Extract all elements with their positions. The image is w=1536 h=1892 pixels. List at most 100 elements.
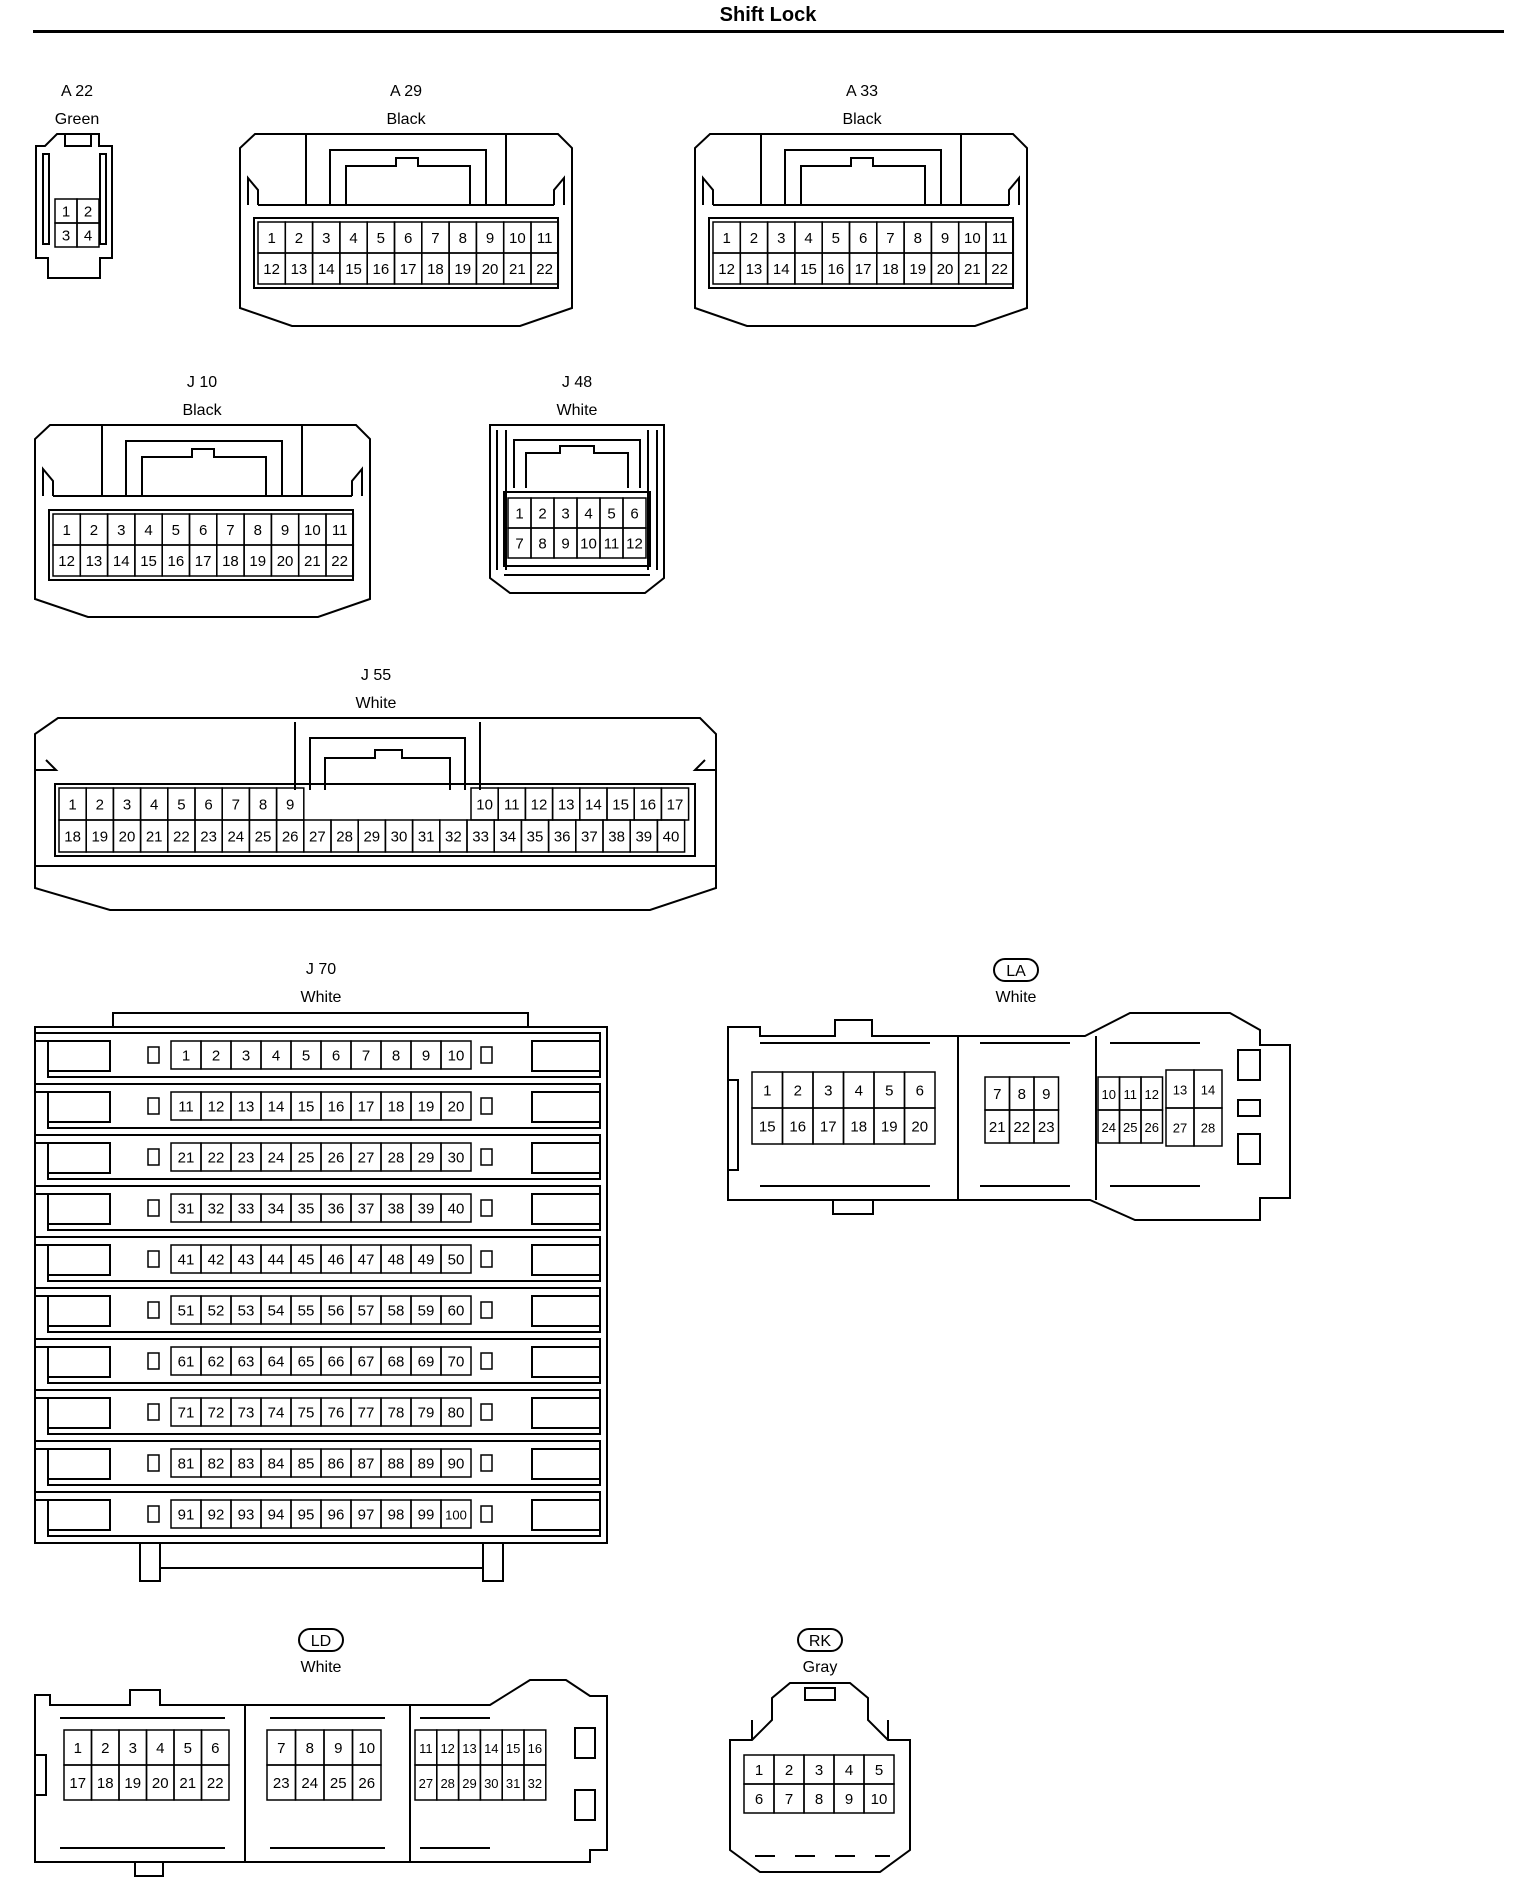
pin-number: 18: [388, 1099, 405, 1116]
pin-number: 10: [304, 522, 321, 539]
j70-latch: [531, 1040, 600, 1072]
pin-cell: [622, 527, 647, 559]
pin-number: 22: [331, 553, 348, 570]
pin-number: 23: [238, 1150, 255, 1167]
pin-number: 17: [358, 1099, 375, 1116]
pin-number: 3: [242, 1048, 250, 1065]
pin-number: 29: [462, 1776, 476, 1791]
connector-color: Black: [182, 402, 222, 419]
pin-number: 22: [173, 829, 190, 846]
pin-number: 66: [328, 1354, 345, 1371]
pin-number: 19: [124, 1775, 141, 1792]
pin-number: 34: [268, 1201, 285, 1218]
pin-number: 79: [418, 1405, 435, 1422]
pin-number: 25: [255, 829, 272, 846]
j70-latch: [531, 1142, 600, 1174]
pin-number: 2: [101, 1740, 109, 1757]
j70-tray: [35, 1032, 601, 1078]
pin-number: 2: [750, 230, 758, 247]
j70-slot: [147, 1352, 160, 1370]
pin-cell: [903, 1107, 936, 1145]
pin-number: 28: [1201, 1121, 1215, 1136]
pin-number: 73: [238, 1405, 255, 1422]
j70-latch: [48, 1397, 111, 1429]
connector-code: A 33: [846, 83, 878, 100]
pin-number: 9: [845, 1791, 853, 1808]
j70-latch: [48, 1193, 111, 1225]
connector-color: White: [996, 989, 1037, 1006]
pin-number: 65: [298, 1354, 315, 1371]
j70-slot: [147, 1250, 160, 1268]
j70-slot: [480, 1403, 493, 1421]
pin-number: 10: [358, 1740, 375, 1757]
pin-number: 28: [388, 1150, 405, 1167]
connector-color: White: [356, 695, 397, 712]
pin-number: 22: [207, 1775, 224, 1792]
pin-number: 39: [635, 829, 652, 846]
pin-number: 31: [178, 1201, 195, 1218]
pin-cell: [1193, 1107, 1223, 1147]
pin-number: 13: [238, 1099, 255, 1116]
pin-number: 1: [763, 1083, 771, 1100]
pin-number: 6: [332, 1048, 340, 1065]
pin-number: 20: [119, 829, 136, 846]
pin-number: 16: [168, 553, 185, 570]
pin-number: 28: [440, 1776, 454, 1791]
pin-number: 43: [238, 1252, 255, 1269]
pin-number: 18: [427, 261, 444, 278]
pin-number: 4: [150, 797, 158, 814]
pin-number: 21: [178, 1150, 195, 1167]
pin-number: 4: [845, 1762, 853, 1779]
pin-number: 19: [881, 1119, 898, 1136]
pin-number: 96: [328, 1507, 345, 1524]
pin-number: 15: [800, 261, 817, 278]
pin-number: 8: [459, 230, 467, 247]
pin-number: 20: [911, 1119, 928, 1136]
pin-number: 24: [227, 829, 244, 846]
pin-number: 67: [358, 1354, 375, 1371]
pin-number: 12: [531, 797, 548, 814]
pin-number: 9: [561, 536, 569, 553]
pin-number: 22: [1013, 1119, 1030, 1136]
pin-cell: [200, 1764, 230, 1801]
pin-number: 8: [254, 522, 262, 539]
pin-number: 3: [117, 522, 125, 539]
j70-tray: [35, 1338, 601, 1384]
pin-number: 23: [200, 829, 217, 846]
connector-code: A 22: [61, 83, 93, 100]
pin-number: 24: [301, 1775, 318, 1792]
pin-number: 75: [298, 1405, 315, 1422]
j70-latch: [48, 1346, 111, 1378]
pin-number: 22: [536, 261, 553, 278]
pin-number: 4: [349, 230, 357, 247]
pin-number: 49: [418, 1252, 435, 1269]
pin-number: 13: [86, 553, 103, 570]
pin-number: 6: [859, 230, 867, 247]
pin-number: 1: [515, 506, 523, 523]
pin-number: 21: [509, 261, 526, 278]
pin-number: 27: [419, 1776, 433, 1791]
pin-cell: [440, 1193, 472, 1223]
pin-number: 5: [832, 230, 840, 247]
pin-number: 42: [208, 1252, 225, 1269]
pin-cell: [440, 1091, 472, 1121]
connector-color: Gray: [803, 1659, 838, 1676]
pin-cell: [76, 222, 100, 248]
pin-number: 3: [62, 228, 70, 245]
pin-number: 12: [1145, 1087, 1159, 1102]
pin-number: 30: [484, 1776, 498, 1791]
pin-cell: [985, 252, 1015, 285]
j70-tray: [35, 1491, 601, 1537]
pin-number: 10: [509, 230, 526, 247]
pin-number: 3: [123, 797, 131, 814]
pin-number: 89: [418, 1456, 435, 1473]
j70-slot: [147, 1148, 160, 1166]
pin-number: 71: [178, 1405, 195, 1422]
page-title: Shift Lock: [719, 4, 817, 26]
connector-code: RK: [809, 1633, 832, 1650]
